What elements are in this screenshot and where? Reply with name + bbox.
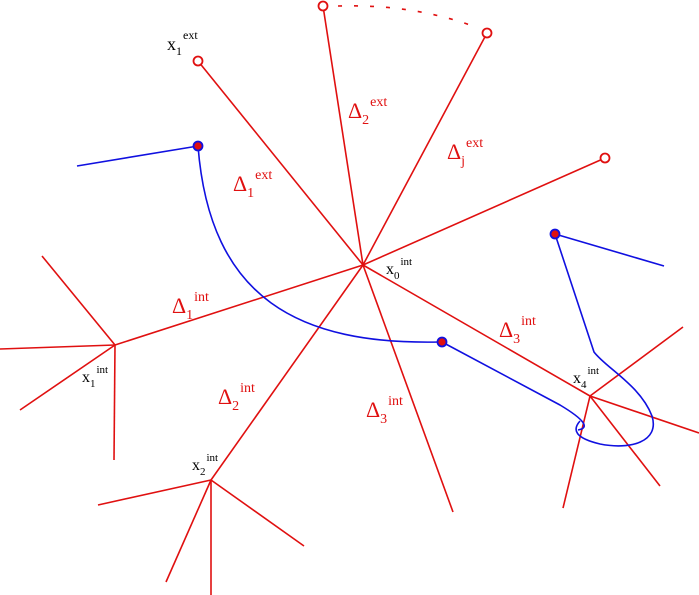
edge-x1int-a: [41, 255, 116, 346]
edge-x0-delta3-down: [362, 264, 454, 513]
label-x4-int: x4int: [573, 365, 599, 391]
vertex-labels: x1ext x0int x1int x2int x4int: [82, 28, 599, 478]
endpoint-markers: [192, 0, 611, 348]
blue-paths: [76, 145, 665, 447]
edge-x2int-a: [97, 479, 212, 506]
edge-x4int-b: [589, 395, 699, 434]
blue-right-loop: [554, 233, 655, 447]
label-delta2-int: Δ2int: [218, 381, 255, 414]
edge-x1int-d: [113, 344, 116, 461]
blue-left-curve: [197, 145, 441, 343]
external-node-topright: [481, 27, 493, 39]
edge-x0-x2int: [210, 264, 364, 481]
external-node-right: [599, 152, 611, 164]
edge-x0-top: [322, 5, 364, 266]
edge-x0-x1int: [114, 264, 364, 346]
edge-x0-topright: [362, 32, 488, 266]
label-x0-int: x0int: [386, 256, 412, 282]
label-delta3-int-upper: Δ3int: [499, 314, 536, 347]
edge-x0-right: [362, 157, 606, 266]
red-graph: [0, 5, 699, 595]
label-delta3-int-lower: Δ3int: [366, 394, 403, 427]
edge-x2int-b: [210, 479, 305, 547]
edge-x0-x1ext: [197, 60, 364, 266]
label-x1-int: x1int: [82, 364, 108, 390]
label-deltaj-ext: Δjext: [447, 136, 483, 169]
edge-x1int-c: [19, 344, 116, 411]
edge-x4int-c: [589, 395, 661, 487]
label-x1-ext: x1ext: [167, 28, 198, 58]
blue-left-tail: [76, 145, 199, 167]
blue-node-mid: [436, 336, 448, 348]
edge-x2int-c: [165, 479, 212, 583]
blue-node-left: [192, 140, 204, 152]
label-delta1-int: Δ1int: [172, 290, 209, 323]
edge-x0-x4int: [362, 264, 591, 397]
edge-x4int-a: [589, 326, 684, 397]
label-delta1-ext: Δ1ext: [233, 168, 272, 201]
edge-labels: Δ1ext Δ2ext Δjext Δ1int Δ2int Δ3int Δ3in…: [172, 95, 536, 427]
label-x2-int: x2int: [192, 452, 218, 478]
edge-x4int-d: [562, 395, 591, 509]
label-delta2-ext: Δ2ext: [348, 95, 387, 128]
edge-x1int-b: [0, 344, 116, 350]
blue-right-tail: [554, 233, 665, 267]
external-node-x1ext: [192, 55, 204, 67]
blue-node-right: [549, 228, 561, 240]
dotted-arc: [337, 5, 471, 26]
blue-mid-path: [441, 341, 585, 431]
external-node-top: [317, 0, 329, 12]
